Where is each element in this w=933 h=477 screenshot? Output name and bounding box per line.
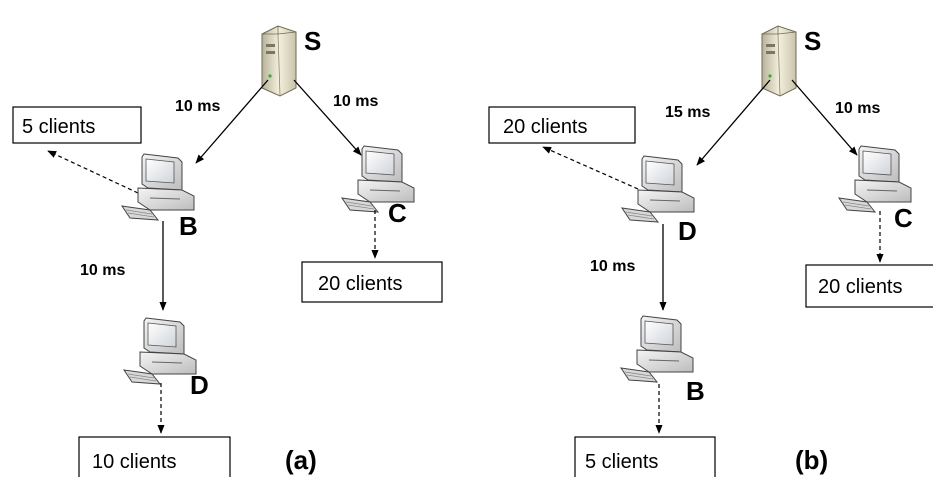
edge-s-b — [195, 79, 269, 164]
edge-b-clients — [47, 150, 139, 194]
panel-a: S 10 ms 10 ms 5 clients B C 20 clients 1… — [12, 25, 443, 477]
node-label-c: C — [894, 203, 913, 233]
edge-label-d-b: 10 ms — [590, 258, 635, 275]
edge-s-d — [696, 79, 771, 166]
panel-b: S 15 ms 10 ms 20 clients D C 20 clients … — [488, 25, 933, 477]
client-box-d-label: 20 clients — [503, 116, 588, 138]
client-box-b — [12, 106, 142, 144]
edge-s-c — [791, 79, 858, 156]
node-label-b: B — [179, 211, 198, 241]
client-box-c-label: 20 clients — [318, 273, 403, 295]
desktop-computer-icon — [123, 317, 197, 385]
client-box-b-label: 5 clients — [585, 451, 658, 473]
edge-label-s-c: 10 ms — [333, 93, 378, 110]
client-box-b-label: 5 clients — [22, 116, 95, 138]
edge-label-s-c: 10 ms — [835, 100, 880, 117]
client-box-c — [805, 264, 933, 308]
desktop-computer-icon — [620, 315, 694, 383]
panel-label-a: (a) — [285, 445, 317, 475]
edge-label-s-b: 10 ms — [175, 98, 220, 115]
edge-label-s-d: 15 ms — [665, 104, 710, 121]
node-label-d: D — [190, 370, 209, 400]
node-label-s: S — [804, 26, 821, 56]
edge-d-clients — [542, 146, 639, 190]
client-box-d-label: 10 clients — [92, 451, 177, 473]
edge-label-b-d: 10 ms — [80, 262, 125, 279]
desktop-computer-icon — [621, 155, 695, 223]
node-label-b: B — [686, 376, 705, 406]
client-box-c-label: 20 clients — [818, 276, 903, 298]
server-icon — [261, 25, 297, 97]
edge-s-c — [293, 79, 362, 156]
client-box-d — [78, 436, 231, 477]
client-box-d — [488, 106, 636, 144]
node-label-s: S — [304, 26, 321, 56]
node-label-d: D — [678, 216, 697, 246]
server-icon — [761, 25, 797, 97]
panel-label-b: (b) — [795, 445, 828, 475]
node-label-c: C — [388, 198, 407, 228]
client-box-c — [301, 261, 443, 303]
client-box-b — [574, 436, 716, 477]
